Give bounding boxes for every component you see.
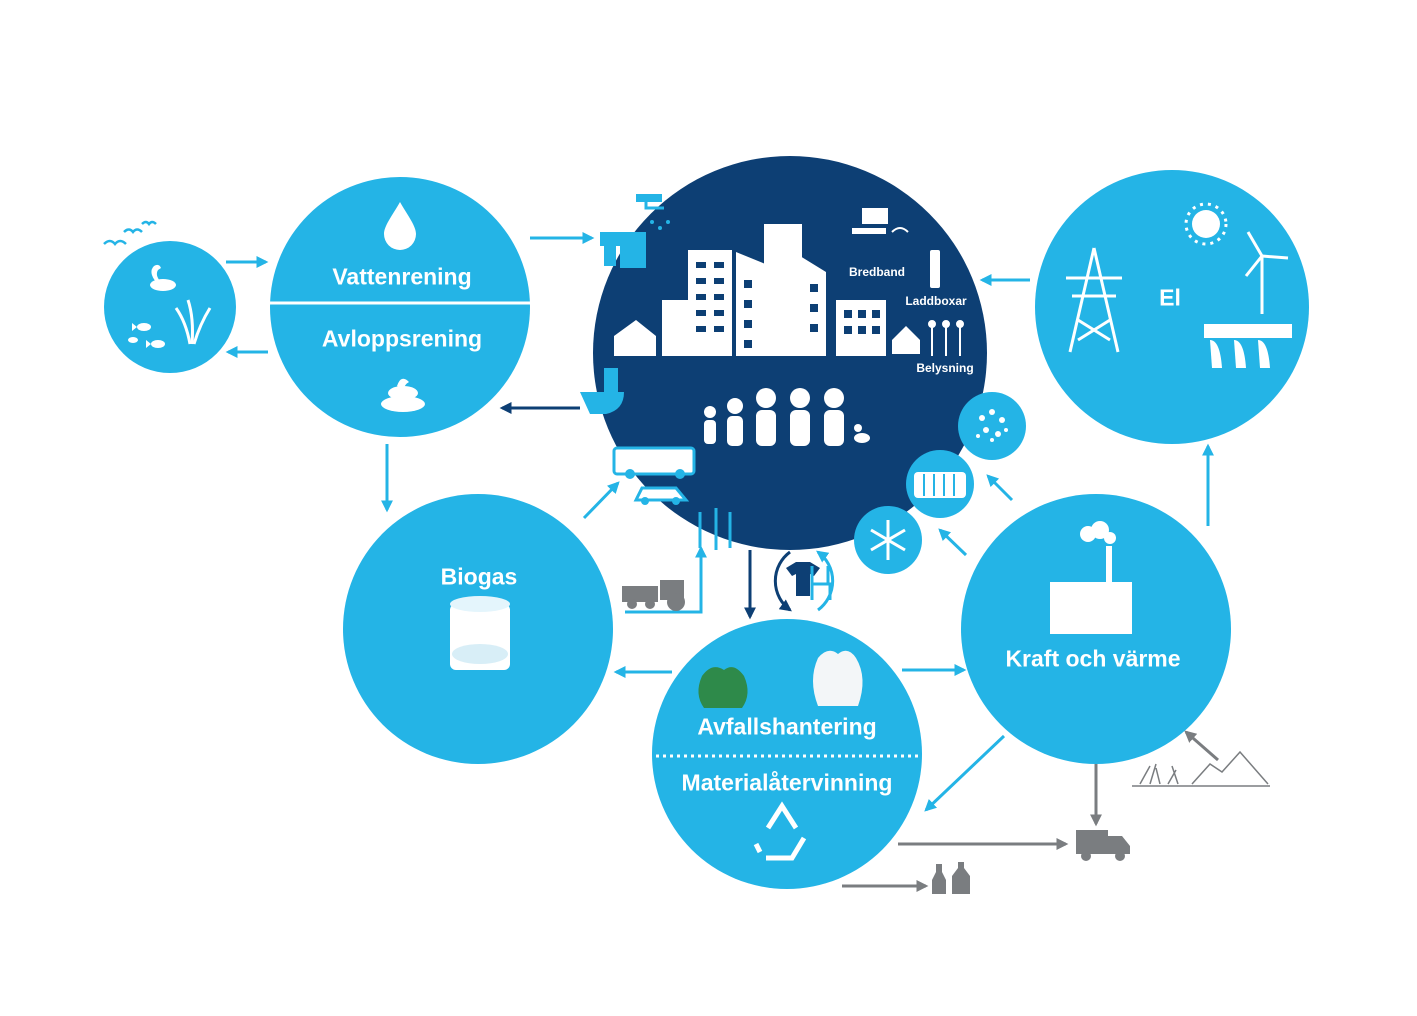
family-icon: [704, 388, 844, 446]
birds-icon: [103, 220, 157, 246]
house-icon: [614, 320, 920, 356]
street-lights-icon: [928, 320, 964, 356]
reed-icon: [174, 299, 212, 345]
tractor-icon: [622, 580, 685, 611]
arrow-biogas-to-transport: [582, 481, 620, 520]
swan-icon: [150, 264, 176, 291]
arrow-power-to-waste: [924, 734, 1006, 812]
wheat-icon: [698, 508, 732, 550]
lighting-label: Belysning: [916, 361, 974, 375]
arrow-power-to-snowflake: [938, 528, 968, 557]
snowflake-icon: [870, 520, 906, 560]
charger-icon: [930, 250, 940, 288]
arrow-biogas-to-farm: [625, 545, 707, 614]
power-heat-label: Kraft och värme: [1005, 645, 1181, 672]
power-pylon-icon: [1066, 247, 1122, 353]
recycle-icon: [753, 801, 807, 861]
chimney-plant-icon: [1050, 521, 1132, 634]
shower-icon: [636, 194, 670, 230]
bus-icon: [612, 446, 696, 479]
particles-icon: [976, 409, 1008, 442]
tap-icon: [600, 232, 646, 268]
chargers-label: Laddboxar: [905, 294, 967, 308]
snowflake-node: [854, 506, 922, 574]
truck-icon: [1076, 830, 1130, 861]
wind-turbine-icon: [1244, 231, 1289, 314]
white-bag-icon: [813, 650, 863, 706]
hydropower-icon: [1204, 324, 1292, 368]
sludge-icon: [381, 378, 425, 412]
electricity-node: [1035, 170, 1309, 444]
car-icon: [633, 486, 690, 505]
water-node: [270, 177, 530, 437]
water-drop-icon: [384, 202, 416, 250]
tshirt-icon: [786, 562, 820, 596]
buildings-icon: [662, 224, 886, 356]
power-heat-node: [961, 494, 1231, 764]
cat-icon: [854, 424, 870, 443]
biogas-tank-icon: [450, 596, 510, 670]
arrow-reuse-cycle: [773, 550, 792, 612]
brush-pile-icon: [1132, 750, 1270, 787]
waste-node: [652, 619, 922, 889]
arrow-reuse-cycle-back: [816, 550, 835, 612]
waste-management-label: Avfallshantering: [697, 713, 877, 740]
water-treatment-label: Vattenrening: [332, 263, 472, 290]
arrow-power-to-radiator: [986, 474, 1014, 502]
radiator-icon: [914, 472, 966, 498]
radiator-node: [906, 450, 974, 518]
sewage-treatment-label: Avloppsrening: [321, 325, 483, 352]
particles-node: [958, 392, 1026, 460]
bottles-icon: [932, 862, 970, 894]
biogas-label: Biogas: [440, 563, 518, 590]
chair-icon: [810, 566, 832, 600]
arrow-biofuel-to-power: [1184, 730, 1219, 762]
toilet-icon: [580, 368, 624, 414]
nature-node: [103, 220, 236, 373]
computer-icon: [852, 208, 909, 234]
green-bag-icon: [698, 667, 748, 708]
fish-icon: [128, 323, 165, 348]
sun-icon: [1184, 202, 1228, 246]
electricity-label: El: [1159, 284, 1181, 311]
flow-arrows: [225, 232, 1219, 892]
biogas-node: [343, 494, 613, 764]
broadband-label: Bredband: [848, 265, 906, 279]
material-recycling-label: Materialåtervinning: [681, 769, 893, 796]
